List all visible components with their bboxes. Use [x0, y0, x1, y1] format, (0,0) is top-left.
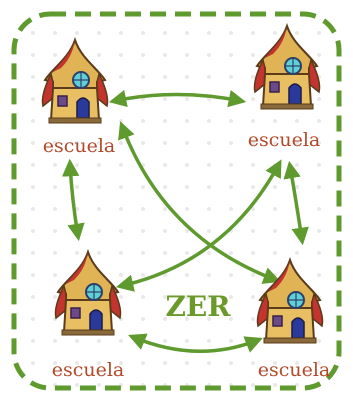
edge-tr-bl: [115, 159, 282, 292]
edge-bl-br: [128, 333, 263, 353]
node-label-tr: escuela: [248, 129, 321, 151]
zer-label: ZER: [165, 290, 231, 323]
edge-tl-tr: [108, 89, 247, 108]
node-label-tl: escuela: [43, 135, 116, 157]
node-label-br: escuela: [258, 359, 331, 381]
node-label-bl: escuela: [52, 359, 125, 381]
dashed-frame: [11, 11, 342, 391]
edge-tl-bl: [61, 158, 85, 242]
edge-tr-br: [283, 160, 309, 246]
